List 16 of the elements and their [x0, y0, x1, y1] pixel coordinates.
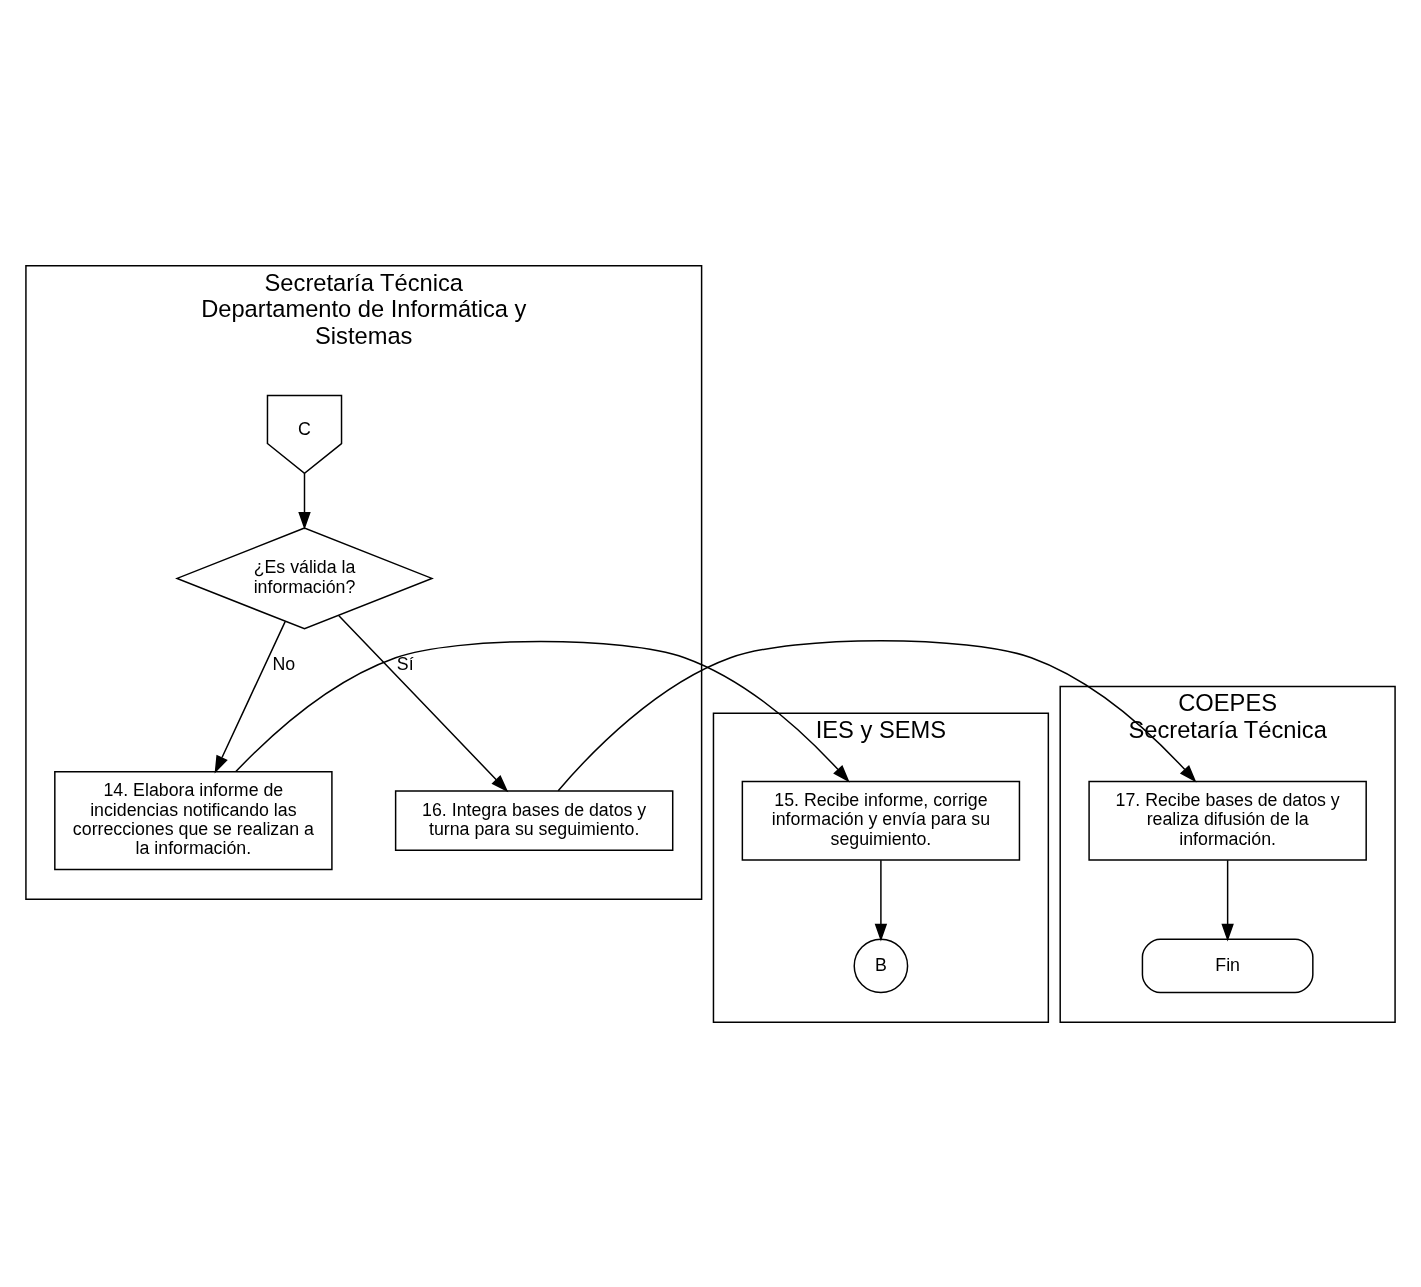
node-box: 15. Recibe informe, corrige información y envía para su seguimiento.	[741, 780, 1021, 861]
arrow	[557, 639, 1197, 791]
node-diamond: ¿Es válida la información?	[175, 526, 434, 630]
node-box: Fin	[1141, 938, 1314, 993]
arrow	[214, 620, 286, 773]
node-box: 16. Integra bases de datos y turna para su seguimiento.	[394, 789, 674, 851]
node-box: 14. Elabora informe de incidencias notificando las correcciones que se realizan a la información.	[54, 770, 333, 870]
node-box: 17. Recibe bases de datos y realiza difusión de la información.	[1088, 780, 1367, 861]
arrow	[235, 640, 850, 782]
arrow	[1221, 859, 1234, 941]
node-circle: B	[853, 938, 909, 993]
arrow	[338, 614, 509, 792]
arrow	[874, 859, 888, 941]
arrow	[298, 472, 311, 530]
edge-label: No	[272, 653, 296, 674]
edge-label: Sí	[396, 653, 414, 674]
